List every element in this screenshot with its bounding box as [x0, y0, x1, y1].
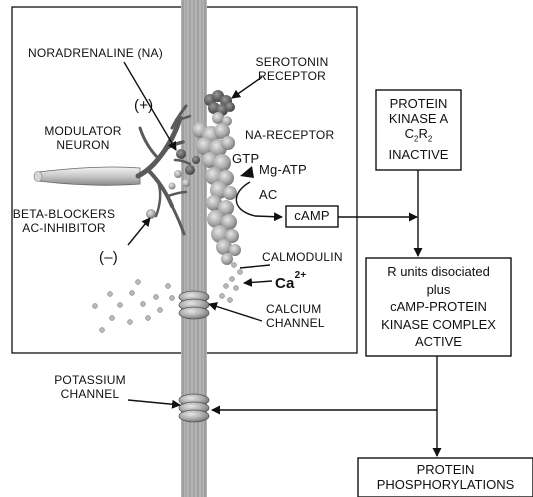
pka-c: C: [405, 126, 414, 141]
pka-inactive-text: PROTEIN KINASE A C2R2 INACTIVE: [376, 96, 461, 162]
calcium-charge: 2+: [295, 270, 307, 281]
plus-sign: (+): [134, 99, 153, 113]
calcium-channel-line2: CHANNEL: [266, 316, 325, 330]
calcium-ion-label: Ca2+: [275, 273, 306, 291]
mg-atp-arrowhead: [240, 166, 254, 178]
serotonin-receptor-label: SEROTONIN RECEPTOR: [246, 55, 338, 83]
noradrenaline-label: NORADRENALINE (NA): [28, 46, 163, 60]
complex-line3: cAMP-PROTEIN: [366, 298, 511, 316]
calcium-ions: [93, 263, 243, 333]
pka-line2: KINASE A: [376, 111, 461, 126]
beta-blockers-line2: AC-INHIBITOR: [8, 221, 120, 235]
complex-active-text: R units disociated plus cAMP-PROTEIN KIN…: [366, 263, 511, 351]
potassium-channel-protein: [179, 394, 209, 422]
pka-line3: C2R2: [376, 126, 461, 147]
serotonin-receptor-protein: [204, 90, 235, 126]
beta-blockers-line1: BETA-BLOCKERS: [8, 207, 120, 221]
complex-line2: plus: [366, 281, 511, 299]
beta-blockers-label: BETA-BLOCKERS AC-INHIBITOR: [8, 207, 120, 235]
arrow-calmodulin: [240, 265, 270, 268]
arrow-calcium-channel: [209, 304, 262, 321]
arrow-potassium-channel: [128, 400, 180, 405]
calcium-channel-protein: [179, 291, 209, 319]
arrow-ca: [244, 281, 272, 283]
pka-r-sub: 2: [428, 135, 432, 144]
minus-sign: (–): [99, 251, 118, 265]
serotonin-receptor-line1: SEROTONIN: [246, 55, 338, 69]
arrow-minus-to-ac: [128, 218, 150, 245]
phosphorylations-text: PROTEIN PHOSPHORYLATIONS: [358, 462, 533, 492]
gtp-label: GTP: [232, 152, 259, 166]
ac-label: AC: [259, 188, 277, 202]
potassium-channel-line2: CHANNEL: [48, 387, 132, 401]
complex-line4: KINASE COMPLEX: [366, 316, 511, 334]
serotonin-receptor-line2: RECEPTOR: [246, 69, 338, 83]
potassium-channel-label: POTASSIUM CHANNEL: [48, 373, 132, 401]
complex-line1: R units disociated: [366, 263, 511, 281]
modulator-neuron-line1: MODULATOR: [38, 124, 128, 138]
pka-line4: INACTIVE: [376, 147, 461, 162]
na-receptor-label: NA-RECEPTOR: [245, 128, 334, 142]
phos-line1: PROTEIN: [358, 462, 533, 477]
membrane-band: [181, 0, 207, 497]
calcium-channel-label: CALCIUM CHANNEL: [266, 302, 325, 330]
potassium-channel-line1: POTASSIUM: [48, 373, 132, 387]
calmodulin-label: CALMODULIN: [262, 250, 343, 264]
phos-line2: PHOSPHORYLATIONS: [358, 477, 533, 492]
mg-atp-label: Mg-ATP: [259, 163, 307, 177]
camp-label: cAMP: [286, 209, 338, 223]
pka-r: R: [419, 126, 428, 141]
complex-line5: ACTIVE: [366, 333, 511, 351]
pka-line1: PROTEIN: [376, 96, 461, 111]
modulator-neuron-label: MODULATOR NEURON: [38, 124, 128, 152]
modulator-neuron-line2: NEURON: [38, 138, 128, 152]
calcium-symbol: Ca: [275, 275, 295, 292]
modulator-neuron-axon: [34, 167, 140, 185]
calcium-channel-line1: CALCIUM: [266, 302, 325, 316]
